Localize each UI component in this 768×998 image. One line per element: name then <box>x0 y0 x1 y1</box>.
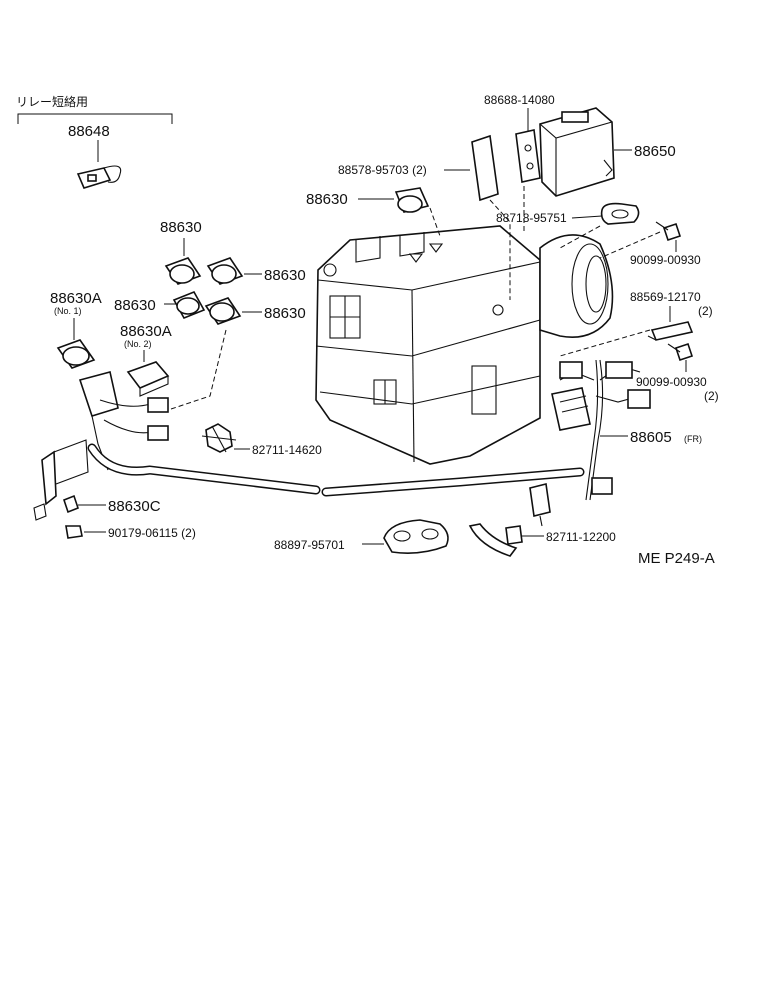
part-88630-relay-d <box>204 297 242 325</box>
label-88569-qty: (2) <box>698 304 713 318</box>
label-88630A-no2-sub: (No. 2) <box>124 339 152 349</box>
label-90099-qty: (2) <box>704 389 719 403</box>
part-88630-relay-top <box>394 187 430 213</box>
part-82711-12200-clamp <box>468 523 523 557</box>
diagram-reference-code: ME P249-A <box>638 550 715 567</box>
part-88688-bracket <box>515 129 541 183</box>
part-90099-screw-bottom <box>667 342 694 362</box>
leader-88718 <box>571 215 603 219</box>
part-88569-clip <box>647 321 694 341</box>
part-88630-relay-a <box>164 257 202 285</box>
label-88630A-no1-sub: (No. 1) <box>54 306 82 316</box>
label-88630-a: 88630 <box>160 219 202 236</box>
part-88630-relay-c <box>172 290 206 320</box>
assy-line-4 <box>599 231 661 259</box>
label-88630A-no2: 88630A <box>120 323 172 340</box>
label-88688-14080: 88688-14080 <box>484 93 555 107</box>
label-88630-d: 88630 <box>264 305 306 322</box>
part-88605-wire-harness <box>551 359 651 501</box>
label-88630A-no1: 88630A <box>50 290 102 307</box>
part-88630A-relay-no1 <box>56 339 96 369</box>
part-88630-relay-b <box>206 257 244 285</box>
heater-unit-assembly <box>315 225 541 465</box>
assy-line-1 <box>489 199 511 300</box>
part-drain-fitting <box>529 483 551 527</box>
part-88718-clamp <box>600 202 640 225</box>
part-90099-screw-top <box>655 221 682 242</box>
label-90099-00930-bottom: 90099-00930 <box>636 375 707 389</box>
label-88630-top: 88630 <box>306 191 348 208</box>
label-82711-14620: 82711-14620 <box>252 443 322 457</box>
part-88648-short-connector <box>76 165 122 189</box>
label-88650: 88650 <box>634 143 676 160</box>
assy-line-6 <box>167 329 227 411</box>
assy-line-7 <box>429 207 441 237</box>
label-88569-12170: 88569-12170 <box>630 290 701 304</box>
label-88718-95751: 88718-95751 <box>496 211 567 225</box>
label-88630C: 88630C <box>108 498 161 515</box>
label-90099-00930-top: 90099-00930 <box>630 253 701 267</box>
label-88630-c: 88630 <box>114 297 156 314</box>
label-88578-95703: 88578-95703 (2) <box>338 163 427 177</box>
relay-short-note: リレー短絡用 <box>16 94 88 109</box>
label-88648: 88648 <box>68 123 110 140</box>
part-88897-grommet <box>383 519 449 554</box>
part-90179-nut <box>65 525 83 539</box>
part-88578-cushion-pad <box>471 134 499 202</box>
label-90179-06115: 90179-06115 (2) <box>108 526 196 540</box>
note-bracket <box>17 113 173 124</box>
part-88630A-relay-no2 <box>126 361 170 397</box>
part-wire-bracket <box>33 439 89 521</box>
part-88650-amplifier <box>539 107 615 197</box>
part-82711-14620-clamp <box>201 423 237 453</box>
label-88630-b: 88630 <box>264 267 306 284</box>
label-88605-sub: (FR) <box>684 434 702 444</box>
label-88897-95701: 88897-95701 <box>274 538 345 552</box>
label-88605: 88605 <box>630 429 672 446</box>
part-88630C-clip <box>63 494 79 514</box>
blower-scroll-housing <box>539 234 614 338</box>
part-left-wire-harness <box>78 371 169 471</box>
label-82711-12200: 82711-12200 <box>546 530 616 544</box>
